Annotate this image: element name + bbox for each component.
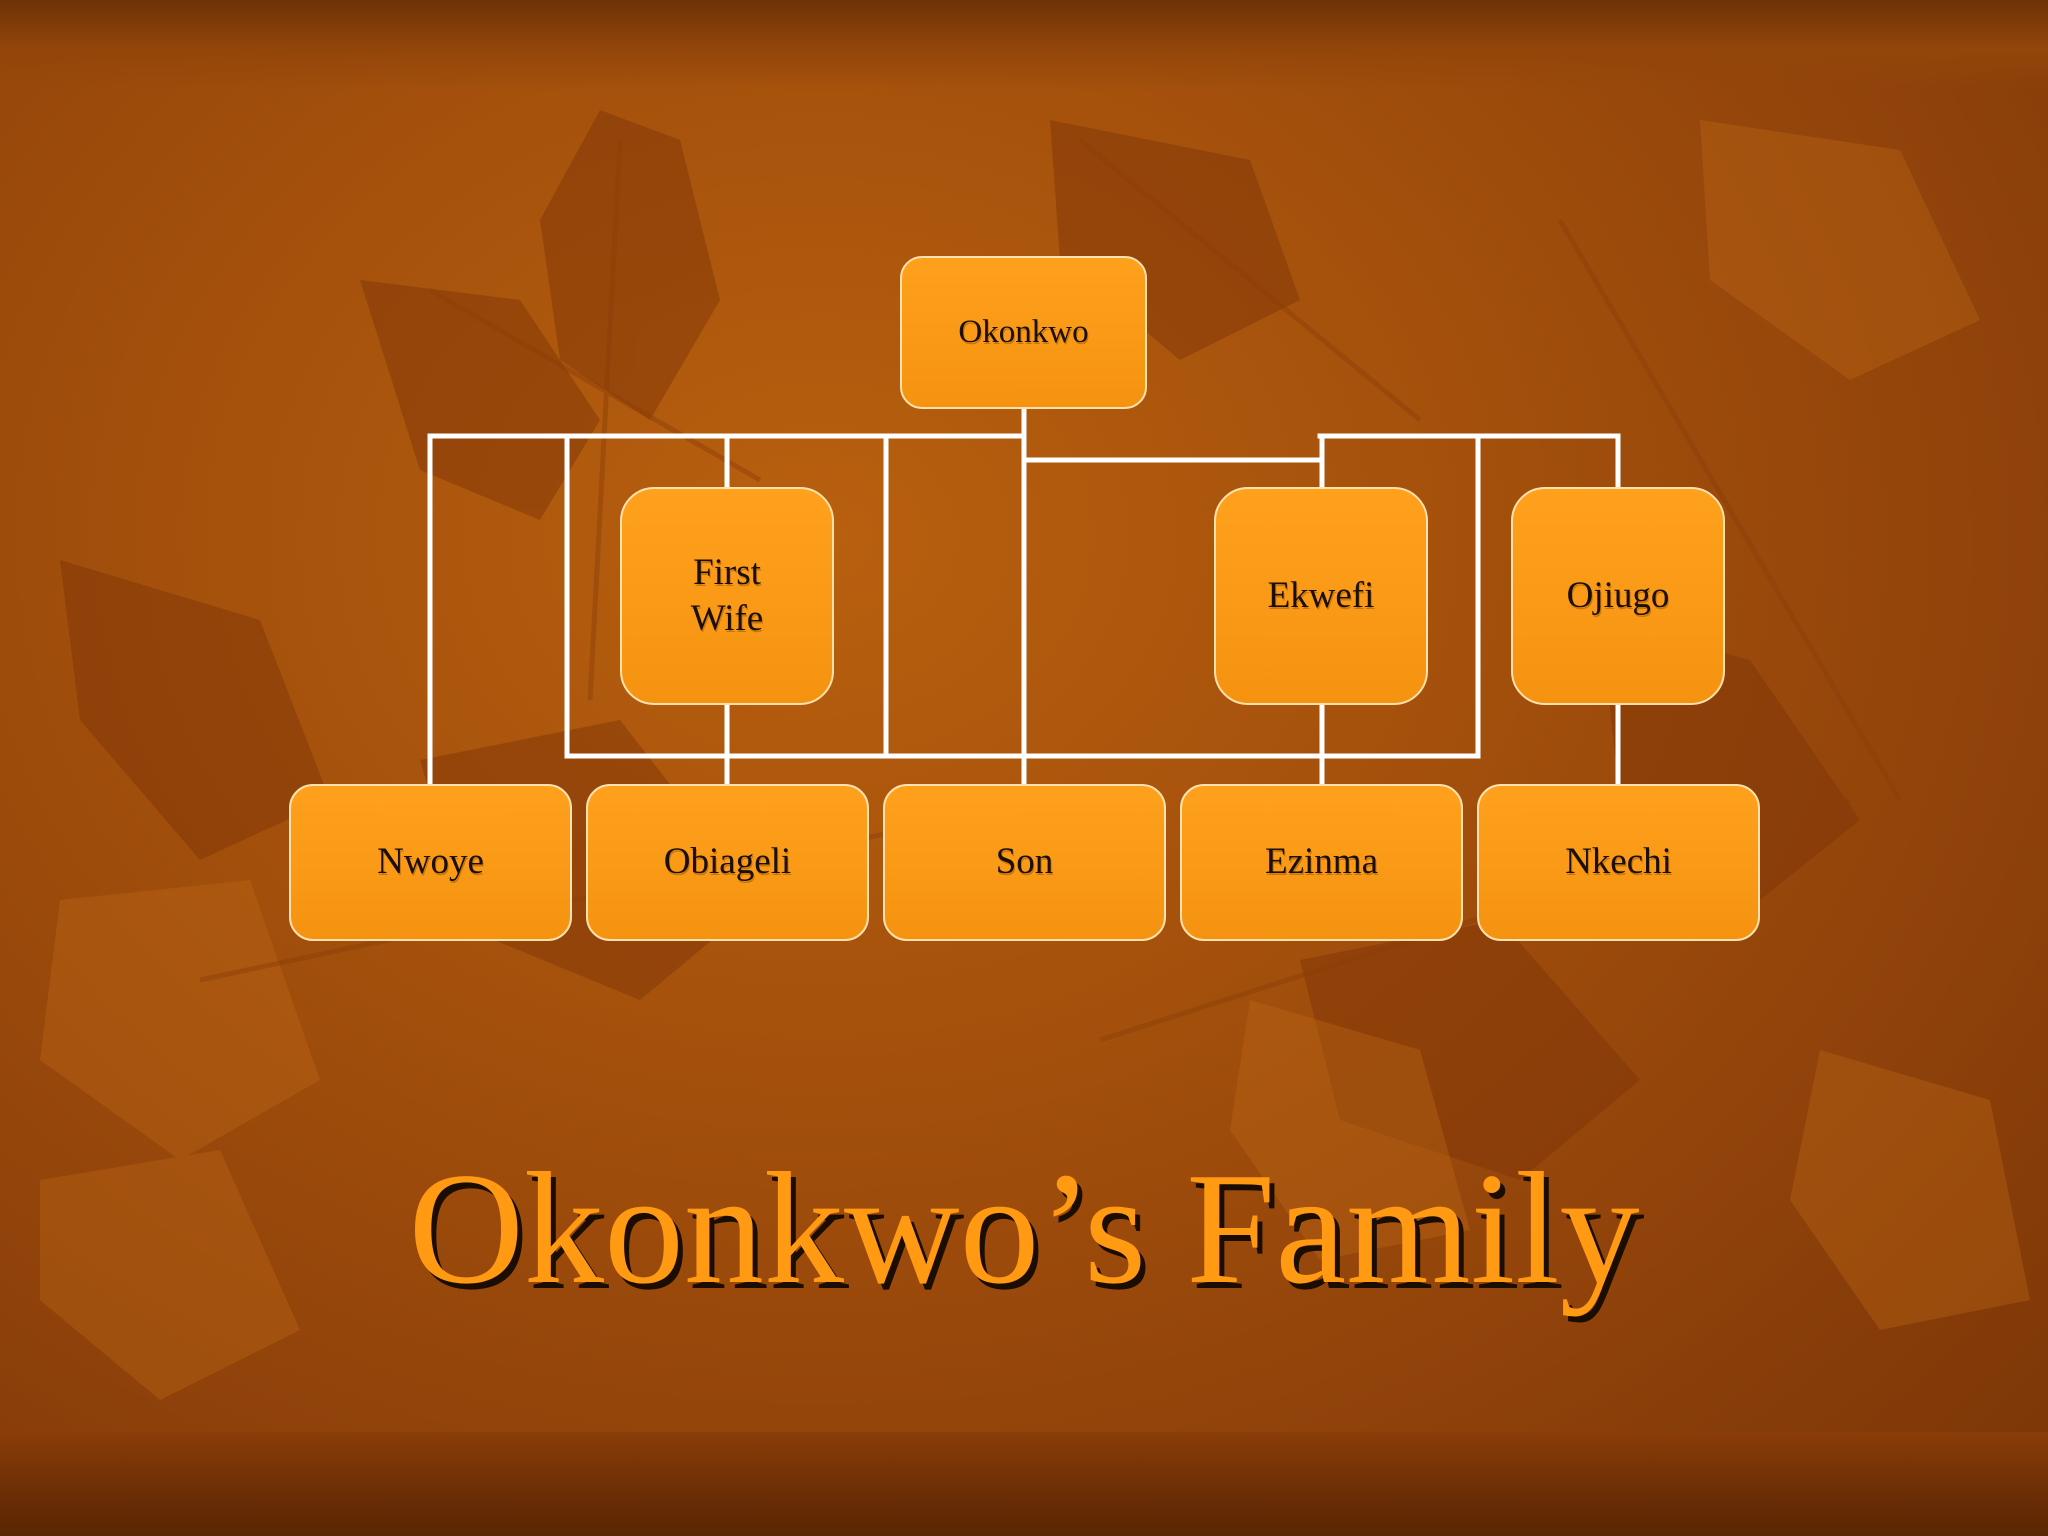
background-top-band [0,0,2048,90]
node-first-wife-label-line2: Wife [690,598,764,639]
node-nwoye-label: Nwoye [377,841,484,883]
node-ekwefi-label: Ekwefi [1267,574,1375,616]
node-son-label: Son [995,841,1054,883]
node-ezinma-label: Ezinma [1264,841,1378,883]
node-okonkwo: Okonkwo [900,256,1147,409]
node-first-wife: First Wife [620,487,834,705]
node-nkechi: Nkechi [1477,784,1760,941]
node-ojiugo: Ojiugo [1511,487,1725,705]
node-nwoye: Nwoye [289,784,572,941]
node-first-wife-label-line1: First [693,551,761,593]
family-bus-line [564,433,1481,759]
node-obiageli-label: Obiageli [663,841,792,883]
node-ekwefi: Ekwefi [1214,487,1428,705]
node-son: Son [883,784,1166,941]
node-ojiugo-label: Ojiugo [1566,574,1670,616]
node-okonkwo-label: Okonkwo [958,313,1089,350]
background-bottom-band [0,1432,2048,1536]
node-ezinma: Ezinma [1180,784,1463,941]
node-nkechi-label: Nkechi [1565,841,1672,883]
slide-title: Okonkwo’s Family [408,1139,1640,1317]
node-obiageli: Obiageli [586,784,869,941]
